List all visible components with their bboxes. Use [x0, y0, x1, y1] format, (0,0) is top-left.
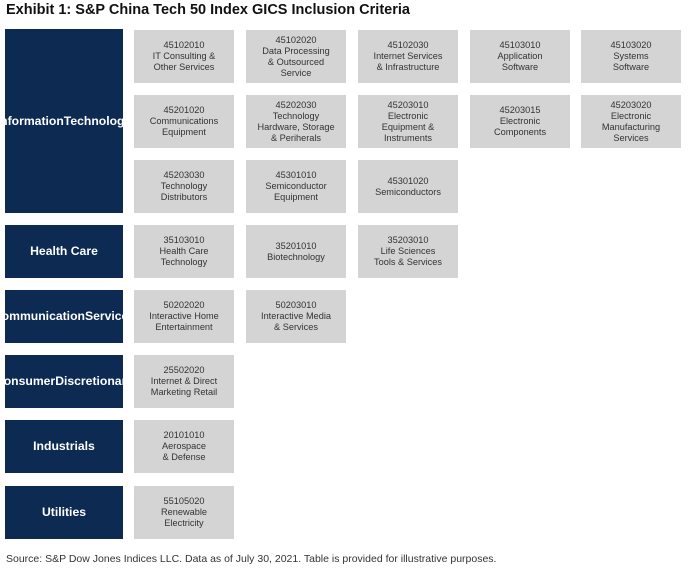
industry-code: 45202030	[275, 99, 317, 110]
industry-name: Internet & Direct Marketing Retail	[150, 376, 218, 397]
industry-name: IT Consulting & Other Services	[152, 51, 216, 72]
industry-code: 45102030	[387, 40, 429, 50]
industry-name: Technology Hardware, Storage & Periheral…	[257, 110, 335, 143]
sector-label: Utilities	[5, 486, 123, 539]
industry-code: 35103010	[163, 235, 205, 245]
industry-name: Life Sciences Tools & Services	[374, 246, 442, 267]
industry-code: 45203010	[387, 99, 429, 110]
industry-code: 50202020	[163, 300, 205, 310]
industry-code: 45203020	[610, 99, 652, 110]
industry-code: 20101010	[163, 430, 205, 440]
industry-name: Application Software	[497, 51, 543, 72]
sector-label: Industrials	[5, 420, 123, 473]
industry-code: 45301020	[387, 175, 429, 186]
industry-name: Renewable Electricity	[161, 507, 207, 528]
industry-code: 45103010	[499, 40, 541, 50]
industry-name: Health Care Technology	[159, 246, 209, 267]
industry-code: 45203030	[163, 170, 205, 180]
industry-code: 55105020	[163, 496, 205, 506]
industry-code: 35201010	[275, 240, 317, 251]
sector-label: Health Care	[5, 225, 123, 278]
source-note: Source: S&P Dow Jones Indices LLC. Data …	[6, 553, 497, 565]
industry-name: Semiconductor Equipment	[265, 181, 327, 202]
industry-name: Electronic Equipment & Instruments	[381, 110, 435, 143]
industry-name: Electronic Manufacturing Services	[601, 110, 661, 143]
industry-name: Biotechnology	[267, 251, 325, 262]
exhibit-title: Exhibit 1: S&P China Tech 50 Index GICS …	[6, 2, 410, 18]
industry-name: Internet Services & Infrastructure	[373, 51, 443, 72]
industry-name: Interactive Media & Services	[261, 311, 331, 332]
industry-code: 45102020	[275, 34, 317, 45]
industry-code: 45201020	[163, 105, 205, 115]
industry-code: 45102010	[163, 40, 205, 50]
industry-name: Interactive Home Entertainment	[149, 311, 219, 332]
industry-name: Electronic Components	[493, 116, 547, 137]
industry-name: Communications Equipment	[149, 116, 219, 137]
industry-code: 45301010	[275, 170, 317, 180]
industry-code: 25502020	[163, 365, 205, 375]
industry-name: Systems Software	[612, 51, 650, 72]
industry-code: 45203015	[499, 105, 541, 115]
industry-name: Technology Distributors	[160, 181, 208, 202]
industry-code: 50203010	[275, 300, 317, 310]
industry-name: Semiconductors	[375, 186, 441, 197]
industry-code: 45103020	[610, 40, 652, 50]
industry-code: 35203010	[387, 235, 429, 245]
industry-name: Aerospace & Defense	[162, 441, 206, 462]
industry-name: Data Processing & Outsourced Service	[262, 45, 330, 78]
